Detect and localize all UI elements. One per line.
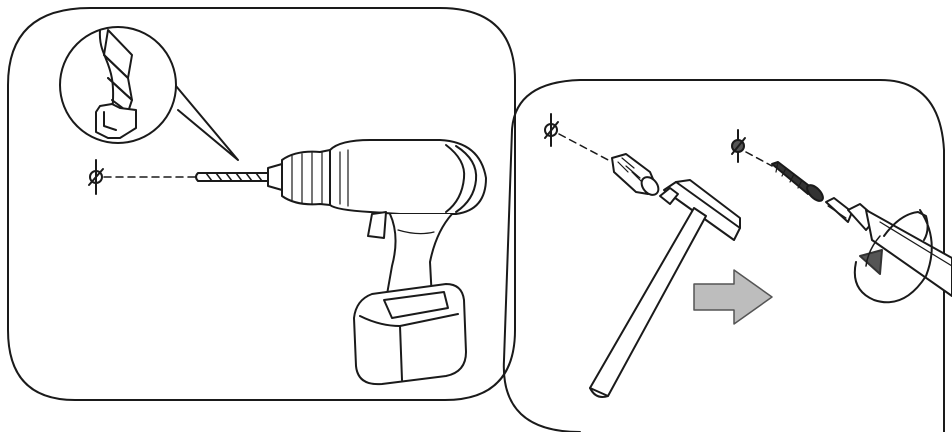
anchor-guide-line: [559, 134, 612, 162]
drill-bit-magnifier-icon: [60, 27, 238, 160]
panel-anchor-screw: [504, 80, 952, 432]
screw-icon: [772, 162, 826, 204]
screw-guide-line: [746, 152, 772, 166]
wall-mark-crosshair-icon: [89, 160, 103, 194]
next-step-arrow-icon: [694, 270, 772, 324]
wall-plug-anchor-icon: [612, 154, 662, 198]
wall-mark-crosshair-icon: [545, 114, 558, 146]
screwdriver-icon: [826, 198, 952, 296]
wall-mark-crosshair-icon: [732, 130, 745, 162]
panel-drill: [8, 8, 515, 400]
cordless-drill-icon: [196, 140, 486, 384]
